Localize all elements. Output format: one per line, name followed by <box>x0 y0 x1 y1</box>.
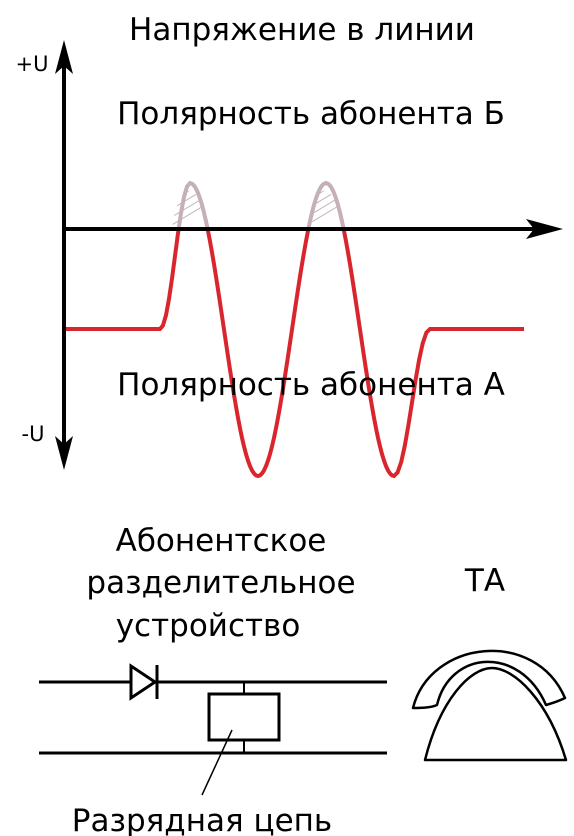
peak-hatching <box>172 190 342 229</box>
device-label-line3: устройство <box>116 608 301 644</box>
ta-label: ТА <box>464 563 505 599</box>
vertical-axis <box>55 40 73 470</box>
signal-waveform <box>64 229 524 479</box>
axis-bottom-label: -U <box>22 422 45 446</box>
axis-right-arrow-icon <box>526 219 563 239</box>
chart-title: Напряжение в линии <box>129 12 475 48</box>
axis-down-arrow-icon <box>55 436 73 470</box>
horizontal-axis <box>64 219 563 239</box>
telephone-handset-icon <box>411 649 568 762</box>
axis-up-arrow-icon <box>55 40 73 74</box>
device-label-line1: Абонентское <box>116 523 327 559</box>
device-label-line2: разделительное <box>86 565 355 601</box>
axis-top-label: +U <box>16 52 49 76</box>
resistor-icon <box>207 692 281 742</box>
polarity-a-label: Полярность абонента А <box>117 367 505 403</box>
discharge-label: Разрядная цепь <box>72 803 332 836</box>
discharge-pointer <box>201 729 233 796</box>
circuit-lines <box>39 680 387 755</box>
polarity-b-label: Полярность абонента Б <box>117 96 505 132</box>
diode-icon <box>129 663 159 701</box>
